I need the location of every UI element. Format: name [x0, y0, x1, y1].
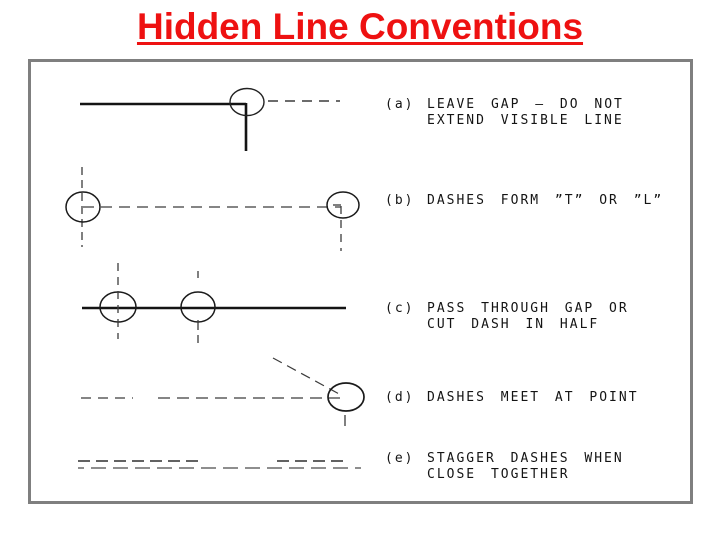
gap-highlight-circle	[229, 87, 265, 117]
annotation-line2: CLOSE TOGETHER	[427, 467, 570, 482]
annotation-line1: LEAVE GAP – DO NOT	[427, 97, 624, 112]
annotation-row-d: (d) DASHES MEET AT POINT	[385, 390, 639, 406]
diagram-dashes-form-t-l	[65, 167, 360, 251]
meeting-point-circle	[327, 382, 365, 412]
annotation-label: (b)	[385, 193, 415, 208]
diagram-stagger-dashes	[78, 460, 361, 469]
annotation-row-a: (a) LEAVE GAP – DO NOT EXTEND VISIBLE LI…	[385, 97, 624, 129]
annotation-row-b: (b) DASHES FORM ”T” OR ”L”	[385, 193, 663, 209]
t-junction-circle	[65, 191, 101, 223]
diagram-dashes-meet-at-point	[81, 357, 365, 426]
annotation-text: LEAVE GAP – DO NOT EXTEND VISIBLE LINE	[427, 97, 624, 129]
annotation-text: DASHES FORM ”T” OR ”L”	[427, 193, 663, 209]
annotation-label: (e)	[385, 451, 415, 466]
annotation-row-e: (e) STAGGER DASHES WHEN CLOSE TOGETHER	[385, 451, 624, 483]
annotation-line1: DASHES MEET AT POINT	[427, 390, 639, 405]
page-title: Hidden Line Conventions	[136, 6, 584, 47]
annotation-label: (c)	[385, 301, 415, 316]
annotation-text: STAGGER DASHES WHEN CLOSE TOGETHER	[427, 451, 624, 483]
annotation-row-c: (c) PASS THROUGH GAP OR CUT DASH IN HALF	[385, 301, 629, 333]
diagram-pass-through-gap	[82, 263, 346, 343]
annotation-label: (d)	[385, 390, 415, 405]
diagram-leave-gap	[80, 87, 340, 151]
annotation-line1: DASHES FORM ”T” OR ”L”	[427, 193, 664, 208]
annotation-text: PASS THROUGH GAP OR CUT DASH IN HALF	[427, 301, 629, 333]
annotation-label: (a)	[385, 97, 415, 112]
annotation-line2: CUT DASH IN HALF	[427, 317, 600, 332]
annotation-line1: STAGGER DASHES WHEN	[427, 451, 624, 466]
annotation-line1: PASS THROUGH GAP OR	[427, 301, 629, 316]
diagonal-dashes	[272, 357, 342, 396]
annotation-text: DASHES MEET AT POINT	[427, 390, 639, 406]
annotation-line2: EXTEND VISIBLE LINE	[427, 113, 624, 128]
content-frame	[28, 59, 693, 504]
l-junction-circle	[326, 191, 360, 219]
